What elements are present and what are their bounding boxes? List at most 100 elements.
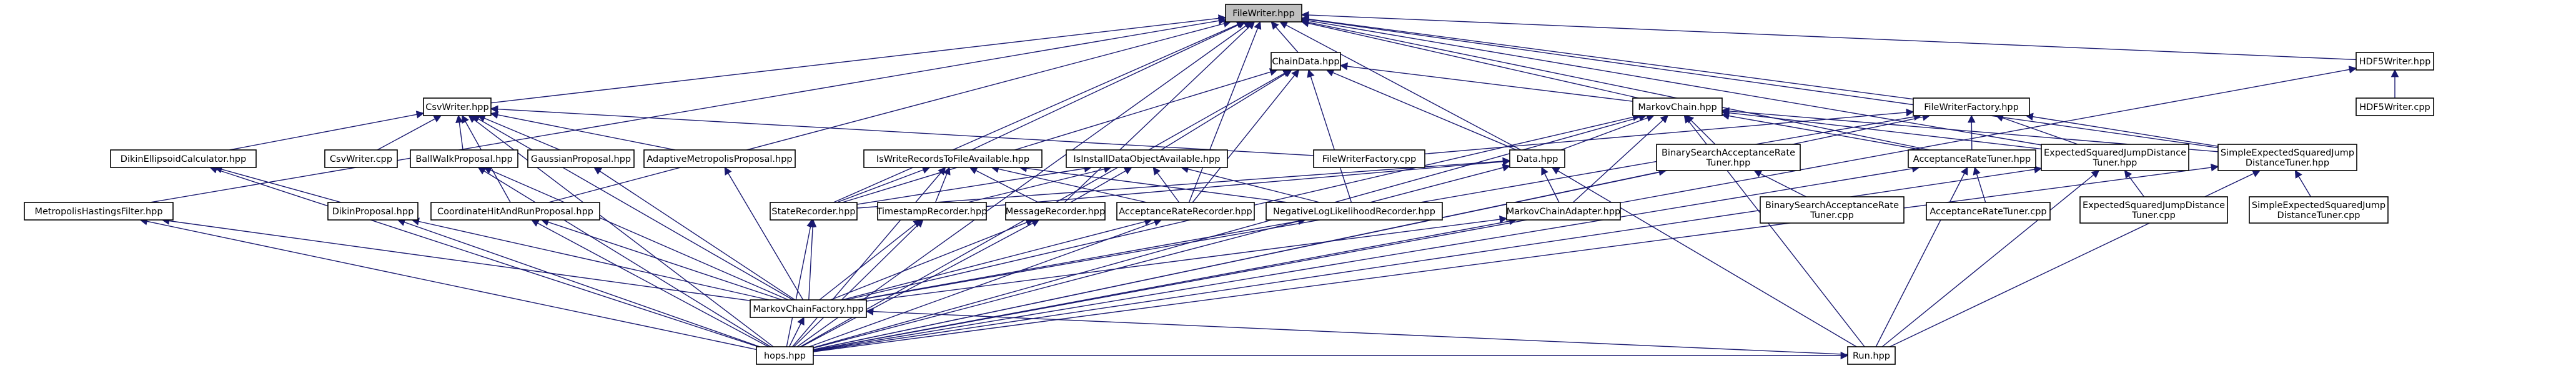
edge-line [801, 219, 1040, 347]
edge-mcfactory-to-csv-writer [472, 115, 793, 301]
node-file-writer-factory[interactable]: FileWriterFactory.hpp [1913, 97, 2030, 116]
edge-line [813, 164, 1920, 352]
edge-line [540, 218, 783, 301]
node-file-writer-factory-cpp[interactable]: FileWriterFactory.cpp [1313, 149, 1425, 168]
node-data[interactable]: Data.hpp [1509, 149, 1565, 168]
node-box [1847, 346, 1896, 365]
node-simple-esjdcpp[interactable]: SimpleExpectedSquaredJumpDistanceTuner.c… [2249, 196, 2389, 224]
edge-mcfactory-to-metro-filter [161, 217, 751, 301]
node-ball-walk[interactable]: BallWalkProposal.hpp [410, 149, 518, 168]
node-label: DistanceTuner.hpp [2246, 158, 2329, 168]
node-adaptive-metro[interactable]: AdaptiveMetropolisProposal.hpp [643, 149, 796, 168]
node-gaussian[interactable]: GaussianProposal.hpp [527, 149, 635, 168]
node-chain-data[interactable]: ChainData.hpp [1271, 52, 1341, 71]
node-coord-hit[interactable]: CoordinateHitAndRunProposal.hpp [430, 202, 600, 221]
node-mcfactory[interactable]: MarkovChainFactory.hpp [750, 299, 867, 318]
node-timestamp-rec[interactable]: TimestampRecorder.hpp [876, 202, 988, 221]
node-label: FileWriter.hpp [1232, 9, 1294, 19]
edge-esjdtuner-cpp-to-esjdtuner [2124, 169, 2145, 197]
node-label: FileWriterFactory.hpp [1924, 102, 2019, 112]
node-box [2079, 196, 2228, 224]
node-box [324, 149, 398, 168]
node-metro-filter[interactable]: MetropolisHastingsFilter.hpp [24, 202, 174, 221]
edge-line [813, 163, 2219, 352]
node-state-rec[interactable]: StateRecorder.hpp [770, 202, 858, 221]
node-is-write-records[interactable]: IsWriteRecordsToFileAvailable.hpp [863, 149, 1043, 168]
node-dikin-ell[interactable]: DikinEllipsoidCalculator.hpp [110, 149, 257, 168]
edge-data-to-file-writer [1279, 21, 1522, 151]
edge-line [483, 166, 789, 301]
node-hops[interactable]: hops.hpp [756, 346, 814, 365]
node-is-install[interactable]: IsInstallDataObjectAvailable.hpp [1066, 149, 1228, 168]
node-markov-chain[interactable]: MarkovChain.hpp [1632, 97, 1723, 116]
edge-hops-to-metro-filter [139, 217, 757, 351]
node-hdf5-writer[interactable]: HDF5Writer.hpp [2356, 52, 2434, 71]
node-box [1632, 97, 1723, 116]
node-label: hops.hpp [764, 351, 806, 361]
edge-line [411, 217, 770, 301]
node-accept-rec[interactable]: AcceptanceRateRecorder.hpp [1116, 202, 1255, 221]
edge-line [1019, 164, 1287, 203]
node-label: ExpectedSquaredJumpDistance [2044, 148, 2186, 158]
node-hdf5-writer-cpp[interactable]: HDF5Writer.cpp [2356, 97, 2434, 116]
edge-dikin-prop-to-dikin-ell [214, 165, 342, 203]
node-label: Tuner.hpp [1706, 158, 1751, 168]
node-box [1913, 97, 2030, 116]
node-label: HDF5Writer.cpp [2359, 102, 2430, 112]
edge-hops-to-mcfactory [788, 316, 805, 347]
edge-line [1325, 69, 1517, 151]
edge-line [1572, 115, 1669, 203]
node-box [750, 299, 867, 318]
node-box [770, 202, 858, 221]
node-run[interactable]: Run.hpp [1847, 346, 1896, 365]
edge-line [1152, 166, 1180, 203]
edge-line [1560, 114, 1655, 151]
edge-line [786, 219, 815, 347]
node-box [2356, 97, 2434, 116]
edge-data-to-markov-chain [1560, 114, 1655, 151]
node-label: MarkovChain.hpp [1638, 102, 1717, 112]
edge-line [1192, 69, 1300, 203]
edge-hops-to-coord-hit [531, 219, 769, 347]
edge-line [1721, 109, 2042, 150]
node-box [410, 149, 518, 168]
node-box [2217, 144, 2357, 171]
edge-coord-hit-to-file-writer [548, 19, 1232, 203]
node-neg-log-rec[interactable]: NegativeLogLikelihoodRecorder.hpp [1266, 202, 1443, 221]
edge-hops-to-simple-esjd [813, 163, 2219, 352]
edge-line [1753, 170, 1806, 197]
edge-line [455, 114, 463, 151]
edge-line [377, 115, 442, 151]
edge-line [1279, 21, 1522, 151]
edge-line [468, 115, 774, 347]
edge-hops-to-state-rec [786, 219, 815, 347]
edge-hops-to-ball-walk [477, 167, 771, 347]
node-accept-tuner-cpp[interactable]: AcceptanceRateTuner.cpp [1926, 202, 2051, 221]
node-box [1266, 202, 1443, 221]
node-box [1313, 149, 1425, 168]
edge-timestamp-rec-to-is-install [968, 165, 1112, 203]
node-label: MarkovChainFactory.hpp [753, 304, 863, 314]
node-csv-writer[interactable]: CsvWriter.hpp [423, 97, 492, 116]
node-simple-esjd[interactable]: SimpleExpectedSquaredJumpDistanceTuner.h… [2217, 144, 2357, 171]
node-mcadapter[interactable]: MarkovChainAdapter.hpp [1506, 202, 1621, 221]
node-csv-writer-cpp[interactable]: CsvWriter.cpp [324, 149, 398, 168]
node-label: TimestampRecorder.hpp [876, 207, 988, 217]
edge-line [490, 105, 1314, 156]
node-dikin-prop[interactable]: DikinProposal.hpp [327, 202, 419, 221]
node-accept-tuner[interactable]: AcceptanceRateTuner.hpp [1908, 149, 2036, 168]
edge-line [788, 316, 805, 347]
node-message-rec[interactable]: MessageRecorder.hpp [1005, 202, 1106, 221]
node-label: CsvWriter.hpp [425, 102, 488, 112]
edge-line [1300, 18, 1930, 151]
node-label: IsInstallDataObjectAvailable.hpp [1073, 154, 1220, 164]
edge-message-rec-to-file-writer [1064, 21, 1256, 203]
edge-line [139, 217, 757, 351]
edge-line [397, 218, 760, 347]
edge-hops-to-csv-writer [468, 115, 774, 347]
